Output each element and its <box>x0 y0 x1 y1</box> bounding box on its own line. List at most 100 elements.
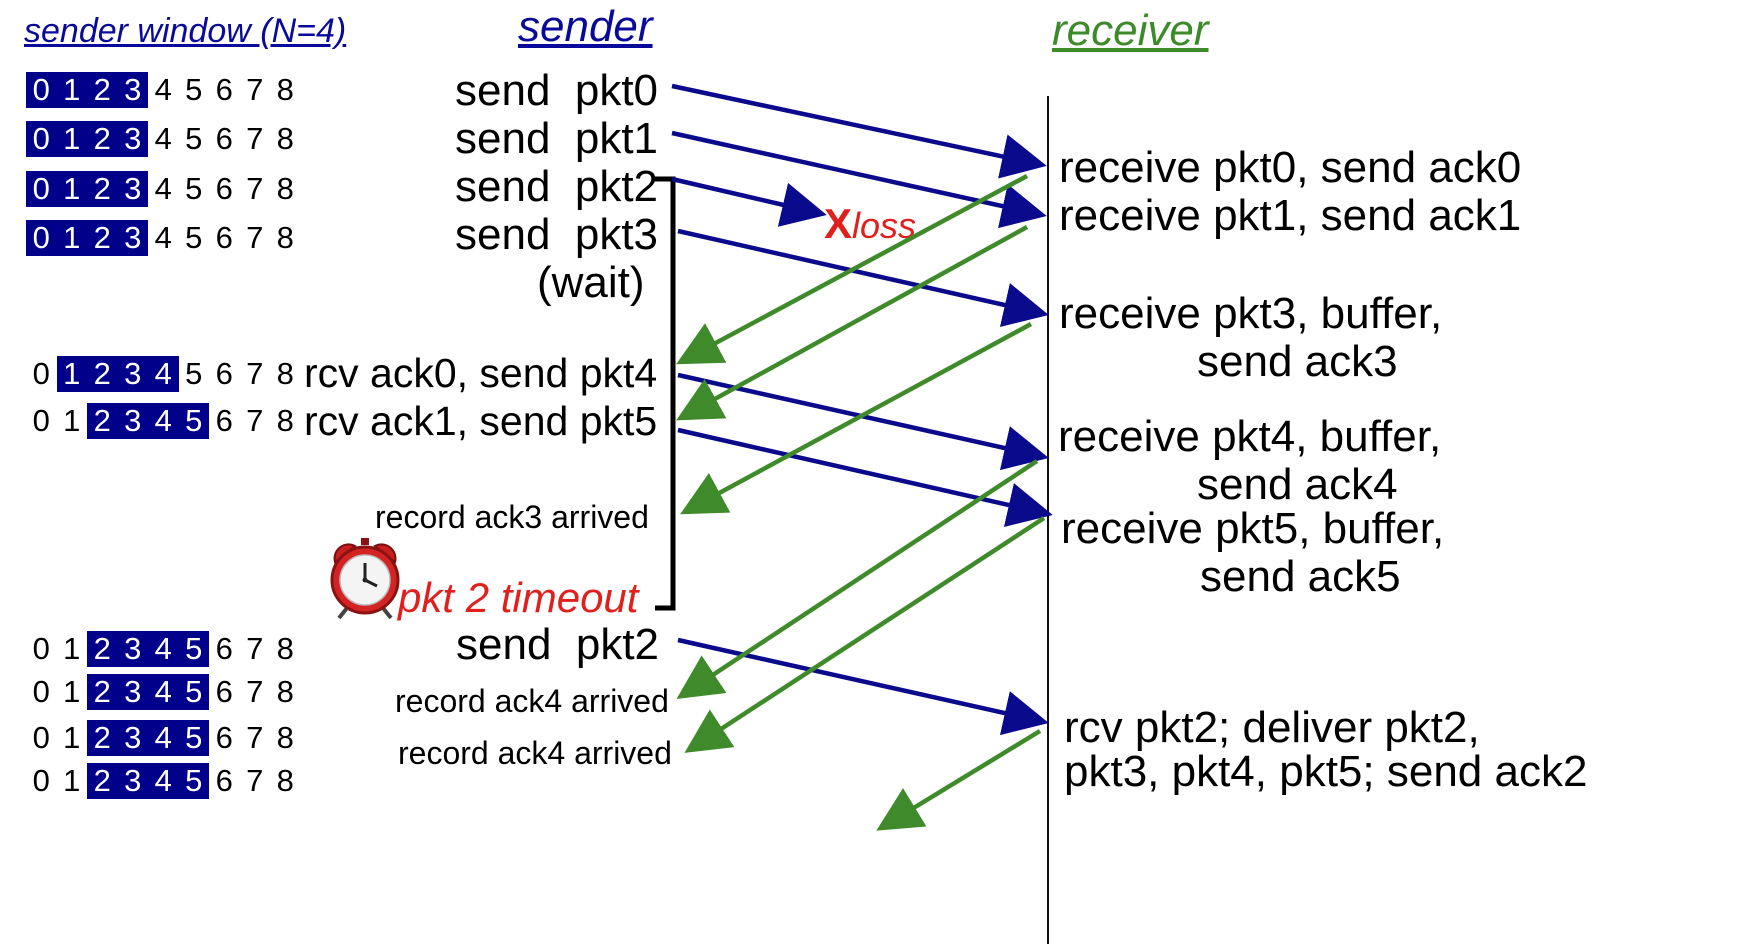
sequence-number: 0 <box>26 121 57 157</box>
sequence-number: 5 <box>178 631 209 667</box>
sequence-number: 1 <box>63 720 81 755</box>
sequence-number: 3 <box>117 674 148 710</box>
sequence-number: 0 <box>32 403 50 438</box>
ack-arrow-ack0 <box>676 174 1029 365</box>
data-arrow-pkt0 <box>671 83 1047 179</box>
sequence-number: 4 <box>154 121 172 156</box>
sequence-number: 5 <box>178 674 209 710</box>
sequence-number: 0 <box>26 220 57 256</box>
sequence-number: 2 <box>87 171 118 207</box>
sender-event-send-pkt2: send pkt2 <box>455 162 659 211</box>
sequence-number: 0 <box>32 631 50 666</box>
sequence-number: 8 <box>276 763 294 798</box>
sequence-number: 3 <box>117 171 148 207</box>
sequence-number: 6 <box>215 720 233 755</box>
sequence-number: 2 <box>87 72 118 108</box>
sequence-number: 7 <box>246 72 264 107</box>
sequence-number: 7 <box>246 631 264 666</box>
timer-bracket <box>655 176 676 611</box>
sequence-number: 6 <box>215 356 233 391</box>
sequence-number: 4 <box>148 631 179 667</box>
sequence-number: 8 <box>276 720 294 755</box>
sequence-number: 6 <box>215 631 233 666</box>
sequence-number: 7 <box>246 720 264 755</box>
ack-arrow-ack1 <box>676 225 1029 421</box>
sequence-number: 7 <box>246 121 264 156</box>
receiver-event-1: receive pkt0, send ack0 <box>1059 143 1522 192</box>
sequence-number: 8 <box>276 220 294 255</box>
sequence-number: 6 <box>215 763 233 798</box>
sequence-number: 5 <box>185 121 203 156</box>
sequence-number: 3 <box>117 403 148 439</box>
sequence-number: 8 <box>276 171 294 206</box>
ack-arrow-ack2 <box>876 729 1042 831</box>
receiver-event-3a: receive pkt3, buffer, <box>1059 289 1443 338</box>
sender-event-rcv-ack0: rcv ack0, send pkt4 <box>304 350 658 396</box>
sequence-number: 3 <box>117 763 148 799</box>
receiver-event-2: receive pkt1, send ack1 <box>1059 191 1522 240</box>
sequence-number: 5 <box>178 763 209 799</box>
sequence-number: 1 <box>56 72 87 108</box>
data-arrow-pkt3 <box>677 228 1049 327</box>
sequence-number: 1 <box>56 220 87 256</box>
sequence-number: 0 <box>26 171 57 207</box>
receiver-event-4a: receive pkt4, buffer, <box>1058 412 1442 461</box>
receiver-event-5b: send ack5 <box>1200 552 1401 601</box>
sequence-number: 0 <box>26 72 57 108</box>
sender-window-header: sender window (N=4) <box>24 12 347 50</box>
sequence-number: 2 <box>87 403 118 439</box>
sequence-number: 8 <box>276 121 294 156</box>
sequence-number: 2 <box>87 121 118 157</box>
sequence-number: 4 <box>154 72 172 107</box>
sequence-number: 3 <box>117 121 148 157</box>
receiver-header: receiver <box>1052 6 1209 55</box>
sequence-number: 6 <box>215 403 233 438</box>
sender-event-record-ack4-b: record ack4 arrived <box>398 735 672 771</box>
sequence-number: 4 <box>148 674 179 710</box>
sequence-number: 1 <box>56 121 87 157</box>
sequence-number: 7 <box>246 220 264 255</box>
receiver-event-3b: send ack3 <box>1197 337 1398 386</box>
data-arrow-pkt2-lost <box>671 176 827 227</box>
cropped-bottom-text-hint <box>420 936 1010 944</box>
receiver-event-6b: pkt3, pkt4, pkt5; send ack2 <box>1064 747 1588 796</box>
ack-arrow-ack3 <box>680 322 1033 515</box>
sender-event-record-ack3: record ack3 arrived <box>375 499 649 535</box>
sequence-number: 7 <box>246 763 264 798</box>
sequence-number: 6 <box>215 220 233 255</box>
ack-arrow-ack5 <box>684 516 1046 753</box>
data-arrow-pkt2-resend <box>677 637 1049 736</box>
sequence-number: 4 <box>154 220 172 255</box>
sender-event-send-pkt0: send pkt0 <box>455 66 659 115</box>
sequence-number: 0 <box>32 720 50 755</box>
sequence-number: 4 <box>148 763 179 799</box>
sender-header: sender <box>518 2 653 51</box>
sequence-number: 4 <box>148 356 179 392</box>
sequence-number: 5 <box>185 356 203 391</box>
sequence-number: 4 <box>148 720 179 756</box>
sequence-number: 4 <box>154 171 172 206</box>
sequence-number: 8 <box>276 631 294 666</box>
sequence-number: 6 <box>215 121 233 156</box>
sequence-number: 0 <box>32 674 50 709</box>
sender-event-wait: (wait) <box>537 258 645 307</box>
sequence-number: 6 <box>215 674 233 709</box>
sequence-number: 3 <box>117 631 148 667</box>
sequence-number: 2 <box>87 356 118 392</box>
sequence-number: 8 <box>276 403 294 438</box>
sequence-number: 8 <box>276 72 294 107</box>
sender-event-rcv-ack1: rcv ack1, send pkt5 <box>304 398 658 444</box>
sequence-number: 3 <box>117 356 148 392</box>
sequence-number: 3 <box>117 720 148 756</box>
sequence-number: 5 <box>185 171 203 206</box>
sequence-number: 6 <box>215 171 233 206</box>
sequence-number: 8 <box>276 356 294 391</box>
sequence-number: 2 <box>87 220 118 256</box>
